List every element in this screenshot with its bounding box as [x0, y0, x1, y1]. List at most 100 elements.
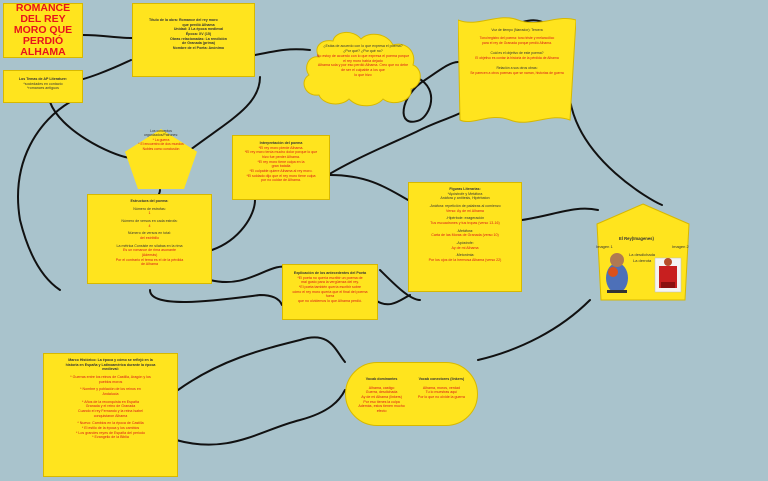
analysis-line6: Relación a sus otros obras: — [496, 66, 538, 71]
connector-temas-conceptos — [49, 101, 131, 159]
estructura-line10: (Además) — [141, 253, 158, 258]
vocab-line5: Ay de mi Alhama (linkers) — [361, 395, 402, 400]
analysis-doc-shape — [457, 17, 577, 123]
ficha-line4: Época: XV (15) — [185, 32, 212, 37]
estructura-line3: 1 — [148, 211, 151, 216]
analysis-line1: Voz de tiempo (Narrador): Tercera — [491, 28, 543, 32]
connector-vocab-images — [477, 299, 591, 361]
vocab-node[interactable]: Vocab dominantes Alhama, castigo Guerra,… — [345, 362, 478, 426]
figuras-line6: -Hipérbole: exageración — [445, 216, 485, 221]
estructura-line5: 4 — [148, 223, 151, 228]
explic-line4: *El poeta también quería escribir sobre — [298, 285, 362, 290]
analysis-text: Voz de tiempo (Narrador): Tercera Tono/r… — [464, 28, 570, 75]
contexto-line6: * Nombre y población de los reinos en — [80, 387, 141, 392]
explic-line5: cómo el rey moro quería que el final del… — [292, 289, 368, 294]
title-node[interactable]: ROMANCE DEL REY MORO QUE PERDIÓ ALHAMA — [3, 3, 83, 58]
contexto-line12: * Nuevo: Cambios en la época de Castilla — [77, 421, 144, 426]
estructura-line12: de Alhama — [141, 262, 158, 267]
contexto-line9: Granada y el reino de Granada — [85, 404, 136, 409]
contexto-line5: pueblos moros — [98, 379, 123, 384]
ficha-line7: Nombre de el Poeta: Anónimo — [172, 46, 225, 51]
vocab-line3: Alhama, castigo — [368, 385, 395, 390]
temas-line2: *sociedades en contacto — [23, 81, 63, 86]
figuras-line10: -Apóstrofe: — [456, 241, 474, 246]
estructura-line7: del estribillo — [140, 236, 159, 241]
contexto-line14: * Los grandes reyes de España del period… — [76, 430, 145, 435]
cloud-line4: el rey moro había dejado — [343, 58, 383, 63]
connector-estructura-explicacion — [149, 289, 283, 306]
opinion-cloud-node[interactable]: ¿Estás de acuerdo con lo que expresa el … — [297, 27, 427, 109]
interp-line4: hizo fue perder Alhama. — [262, 155, 300, 160]
estructura-line6: Número de versos en total: — [127, 231, 172, 236]
contexto-line3: medieval: — [102, 367, 119, 372]
analysis-line4: Cuál es el objetivo de este poema? — [490, 51, 544, 56]
cloud-line2: ¿Por qué? ¿Por qué no? — [343, 48, 383, 53]
interp-line9: por no cuidar de Alhama. — [261, 178, 301, 183]
connector-ficha-cloud — [254, 48, 311, 56]
cloud-line5: Alhama sola y por eso perdió Alhama. Cre… — [317, 63, 409, 68]
cloud-line6: de ser el culpable a los que — [341, 68, 385, 73]
temas-node[interactable]: Los Temas de AP Literature: *sociedades … — [3, 70, 83, 103]
ficha-node[interactable]: Título de la obra: Romance del rey moro … — [132, 3, 255, 77]
connector-conceptos-ficha — [189, 76, 261, 151]
vocab-line2: Vocab conectores (linkers) — [418, 377, 465, 381]
images-caption-1: La desdichada — [629, 252, 656, 257]
connector-interp-analysis — [319, 99, 471, 181]
ficha-line2: que perdió Alhama — [182, 22, 215, 27]
contexto-line7: Andalucía — [102, 392, 119, 397]
figuras-line2: *Apóstrofe y Metáfora — [447, 191, 483, 196]
figuras-node[interactable]: Figuras Literarias: *Apóstrofe y Metáfor… — [408, 182, 522, 292]
contexto-line11: conquistaron Alhama — [93, 413, 128, 418]
ficha-line1: Título de la obra: Romance del rey moro — [149, 18, 218, 22]
explic-line3: mal gusto para la vergüenza del rey. — [301, 280, 359, 285]
estructura-line1: Estructura del poema: — [130, 199, 169, 203]
interp-line1: Interpretación del poema — [259, 141, 303, 145]
images-caption-2: La derrota — [633, 258, 652, 263]
connector-figuras-images — [521, 207, 599, 221]
contexto-line8: * Años de la reconquista en España — [82, 399, 139, 404]
estructura-node[interactable]: Estructura del poema: Número de estrofas… — [87, 194, 212, 284]
analysis-node[interactable]: Voz de tiempo (Narrador): Tercera Tono/r… — [457, 14, 577, 126]
estructura-line11: Por el contrario el tema es el de la pér… — [115, 257, 184, 262]
conceptos-line3: * La guerra — [152, 137, 170, 142]
connector-explicacion-figuras — [374, 294, 411, 306]
connector-interp-figuras — [329, 174, 409, 201]
explic-line7: que no olvidemos lo que Alhama perdió. — [298, 299, 362, 304]
connector-loop-left — [17, 101, 71, 291]
interp-line7: *El culpable quiere Alhama al rey moro. — [249, 169, 313, 174]
figuras-line11: Ay de mi Alhama — [451, 245, 479, 250]
explic-line2: *El poeta no quería escribir un poema de — [297, 275, 363, 280]
ficha-line6: de Granada (prima) — [182, 41, 215, 46]
interp-line3: *El rey moro tenía mucho dolor porque lo… — [244, 150, 318, 155]
conceptos-line1: Los conceptos — [150, 129, 172, 133]
interpretacion-node[interactable]: Interpretación del poema *El rey moro pi… — [232, 135, 330, 200]
vocab-right: Vocab conectores (linkers) Alhama, moros… — [414, 377, 469, 414]
analysis-line7: Se parecen a otros poemas que se narran,… — [470, 70, 564, 75]
images-node[interactable]: El Rey(Imagenes) Imagen 1 Imagen 2 La de… — [593, 200, 693, 305]
explic-line1: Explicación de los antecedentes del Poet… — [293, 271, 367, 275]
interp-line8: *El soldado dijo que el rey moro tiene c… — [246, 173, 316, 178]
analysis-line2: Tono/registro del poema: tono triste y m… — [479, 36, 555, 41]
temas-line3: *romances antiguos — [27, 86, 59, 91]
vocab-line4: Guerra, desdichada — [365, 390, 398, 395]
connector-contexto-vocab — [177, 336, 346, 391]
explicacion-node[interactable]: Explicación de los antecedentes del Poet… — [282, 264, 378, 320]
figuras-line12: -Metonimia: — [455, 253, 475, 258]
image-2-label: Imagen 2 — [672, 244, 689, 249]
analysis-line5: El objetivo es contar la historia de la … — [475, 55, 559, 60]
conceptos-text: Los conceptos organizados/Patrones: * La… — [133, 129, 189, 151]
vocab-left: Vocab dominantes Alhama, castigo Guerra,… — [354, 377, 409, 414]
figuras-line4: -Anáfora: repetición de palabras al comi… — [429, 204, 501, 209]
connector-estructura-interp — [211, 199, 256, 251]
image-1-knight — [606, 253, 628, 293]
estructura-line8: La métrica Consiste en sílabas en la rim… — [116, 243, 183, 248]
conceptos-line5: Nobles como conclusión — [142, 146, 180, 151]
conceptos-node[interactable]: Los conceptos organizados/Patrones: * La… — [125, 129, 197, 189]
contexto-node[interactable]: Marco Histórico: La época y cómo se refl… — [43, 353, 178, 477]
figuras-line5: Verso: Ay de mi Alhama — [446, 208, 484, 213]
explic-line6: fuera — [325, 294, 335, 299]
connector-bottom-loop — [175, 389, 346, 446]
image-1-label: Imagen 1 — [596, 244, 613, 249]
ficha-line5: Obras relacionadas: La rendición — [170, 36, 227, 41]
image-2-throne — [654, 257, 682, 293]
